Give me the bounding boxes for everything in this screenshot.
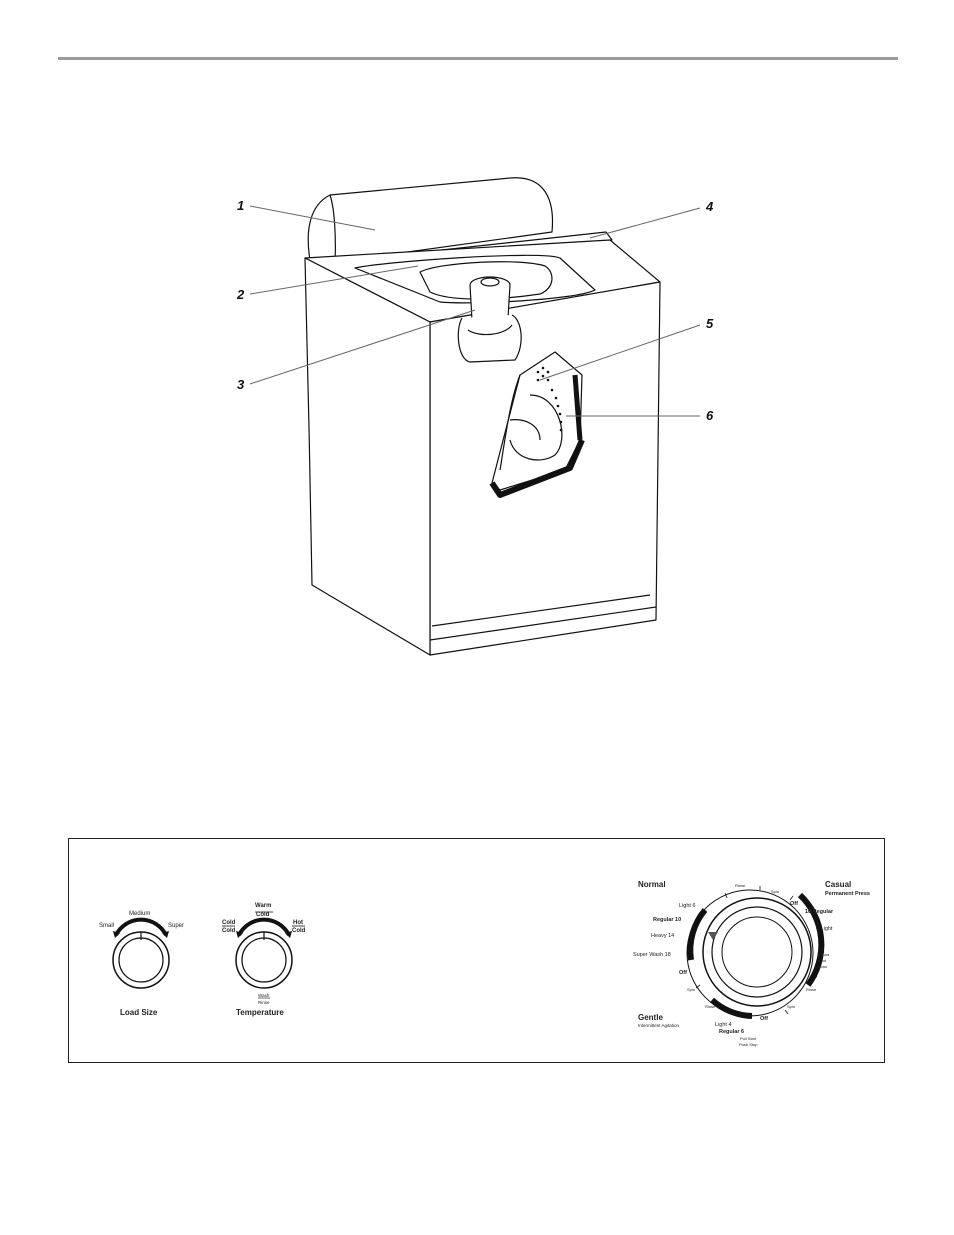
temperature-title: Temperature (236, 1008, 284, 1017)
cycle-pull-start: Pull Start (740, 1036, 757, 1041)
cycle-cool: Cool (818, 958, 826, 963)
cycle-off-left: Off (679, 970, 687, 976)
temp-hot: Hot (293, 920, 303, 926)
cycle-off-bottom: Off (760, 1016, 768, 1022)
cycle-normal: Normal (638, 880, 666, 889)
cycle-light-6: Light 6 (679, 903, 696, 909)
temp-cold-left-sub: Cold (222, 928, 236, 934)
cycle-super-wash-18: Super Wash 18 (633, 952, 671, 958)
load-size-title: Load Size (120, 1008, 158, 1017)
callout-3: 3 (237, 377, 245, 392)
header-rule (58, 57, 898, 60)
cycle-regular-10: Regular 10 (653, 917, 681, 923)
load-size-medium: Medium (129, 911, 150, 917)
load-size-knob[interactable] (112, 917, 170, 989)
cycle-heavy-14: Heavy 14 (651, 933, 674, 939)
cycle-pause: Pause (818, 952, 830, 957)
cycle-off-top: Off (790, 901, 798, 907)
cycle-gentle-sub: Intermittent Agitation (638, 1023, 680, 1028)
cycle-gentle: Gentle (638, 1013, 663, 1022)
cycle-rinse-top: Rinse (735, 883, 746, 888)
temp-rinse: Rinse (258, 1000, 270, 1005)
cycle-down: Down (817, 964, 827, 969)
cycle-spin-left: Spin (687, 987, 695, 992)
control-panel-frame (68, 838, 885, 1063)
callout-2: 2 (236, 287, 245, 302)
cycle-light-6-right: 6 Light (816, 926, 833, 932)
callout-5: 5 (706, 316, 714, 331)
washer-console (307, 177, 554, 263)
cycle-casual: Casual (825, 880, 851, 889)
cycle-knob[interactable] (686, 886, 825, 1019)
cycle-regular-6: Regular 6 (719, 1029, 744, 1035)
temp-warm: Warm (255, 903, 271, 909)
washer-side (304, 257, 431, 656)
cycle-rinse-left: Rinse (705, 1004, 716, 1009)
temp-cold-left: Cold (222, 920, 236, 926)
washer-illustration (249, 177, 701, 656)
cutaway-view (489, 351, 585, 498)
temp-warm-sub: Cold (256, 912, 270, 918)
temperature-knob[interactable] (222, 911, 305, 999)
cycle-push-stop: Push Stop (739, 1042, 758, 1047)
cycle-casual-sub: Permanent Press (825, 891, 870, 897)
cycle-spin-right: Spin (787, 1004, 795, 1009)
callout-leaders (249, 205, 701, 417)
temp-wash: Wash (258, 993, 270, 998)
cycle-rinse-right: Rinse (806, 987, 817, 992)
agitator (457, 276, 522, 363)
cycle-regular-10-right: 10 Regular (805, 909, 834, 915)
load-size-small: Small (99, 923, 114, 929)
temp-hot-sub: Cold (292, 928, 306, 934)
callout-1: 1 (237, 198, 244, 213)
cycle-spin-top: Spin (771, 889, 779, 894)
callout-6: 6 (706, 408, 714, 423)
load-size-super: Super (168, 923, 184, 929)
callout-4: 4 (705, 199, 714, 214)
cycle-light-4: Light 4 (715, 1022, 732, 1028)
